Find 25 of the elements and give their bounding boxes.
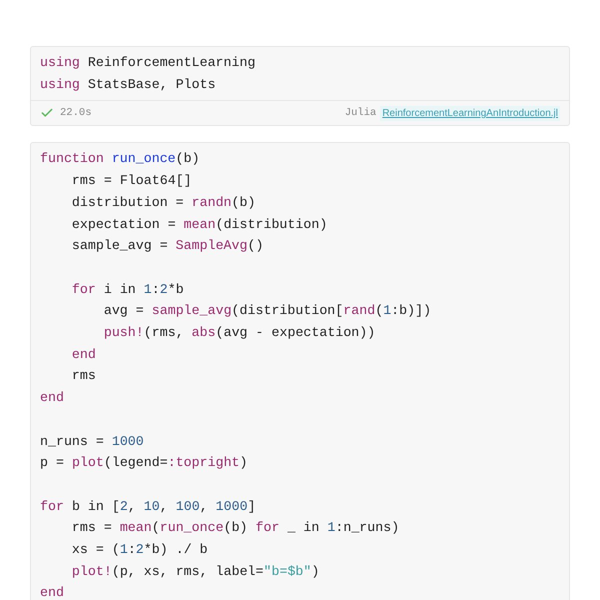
code-line: for i in 1:2*b [70,280,184,299]
code-line: expectation = mean(distribution) [70,216,328,234]
code-line: end [70,346,96,364]
code-line: rms [70,367,96,386]
code-line: rms = mean(run_once(b) for _ in 1:n_runs) [70,519,400,538]
code-line: n_runs = 1000 [40,432,144,451]
code-line: sample_avg = SampleAvg() [70,237,264,256]
code-line: using StatsBase, Plots [40,76,216,94]
code-line: rms = Float64[] [70,172,192,190]
code-line: avg = sample_avg(distribution[rand(1:b)]) [102,302,432,320]
code-line: plot!(p, xs, rms, label="b=$b") [70,562,320,581]
code-cell [30,46,570,126]
code-line: p = plot(legend=:topright) [40,454,248,472]
code-line: end [40,584,64,600]
code-line: push!(rms, abs(avg - expectation)) [102,324,376,342]
code-line: for b in [2, 10, 100, 1000] [40,498,256,516]
code-cell [30,142,570,600]
notebook-link: ReinforcementLearningAnIntroduction.jl [380,106,560,121]
run-time: 22.0s [60,106,92,121]
code-line: function run_once(b) [40,150,200,168]
code-line: end [40,389,64,408]
language-name: Julia [344,106,376,121]
code-line: distribution = randn(b) [70,194,256,212]
code-line: using ReinforcementLearning [40,54,256,72]
code-line: xs = (1:2*b) ./ b [70,541,208,560]
